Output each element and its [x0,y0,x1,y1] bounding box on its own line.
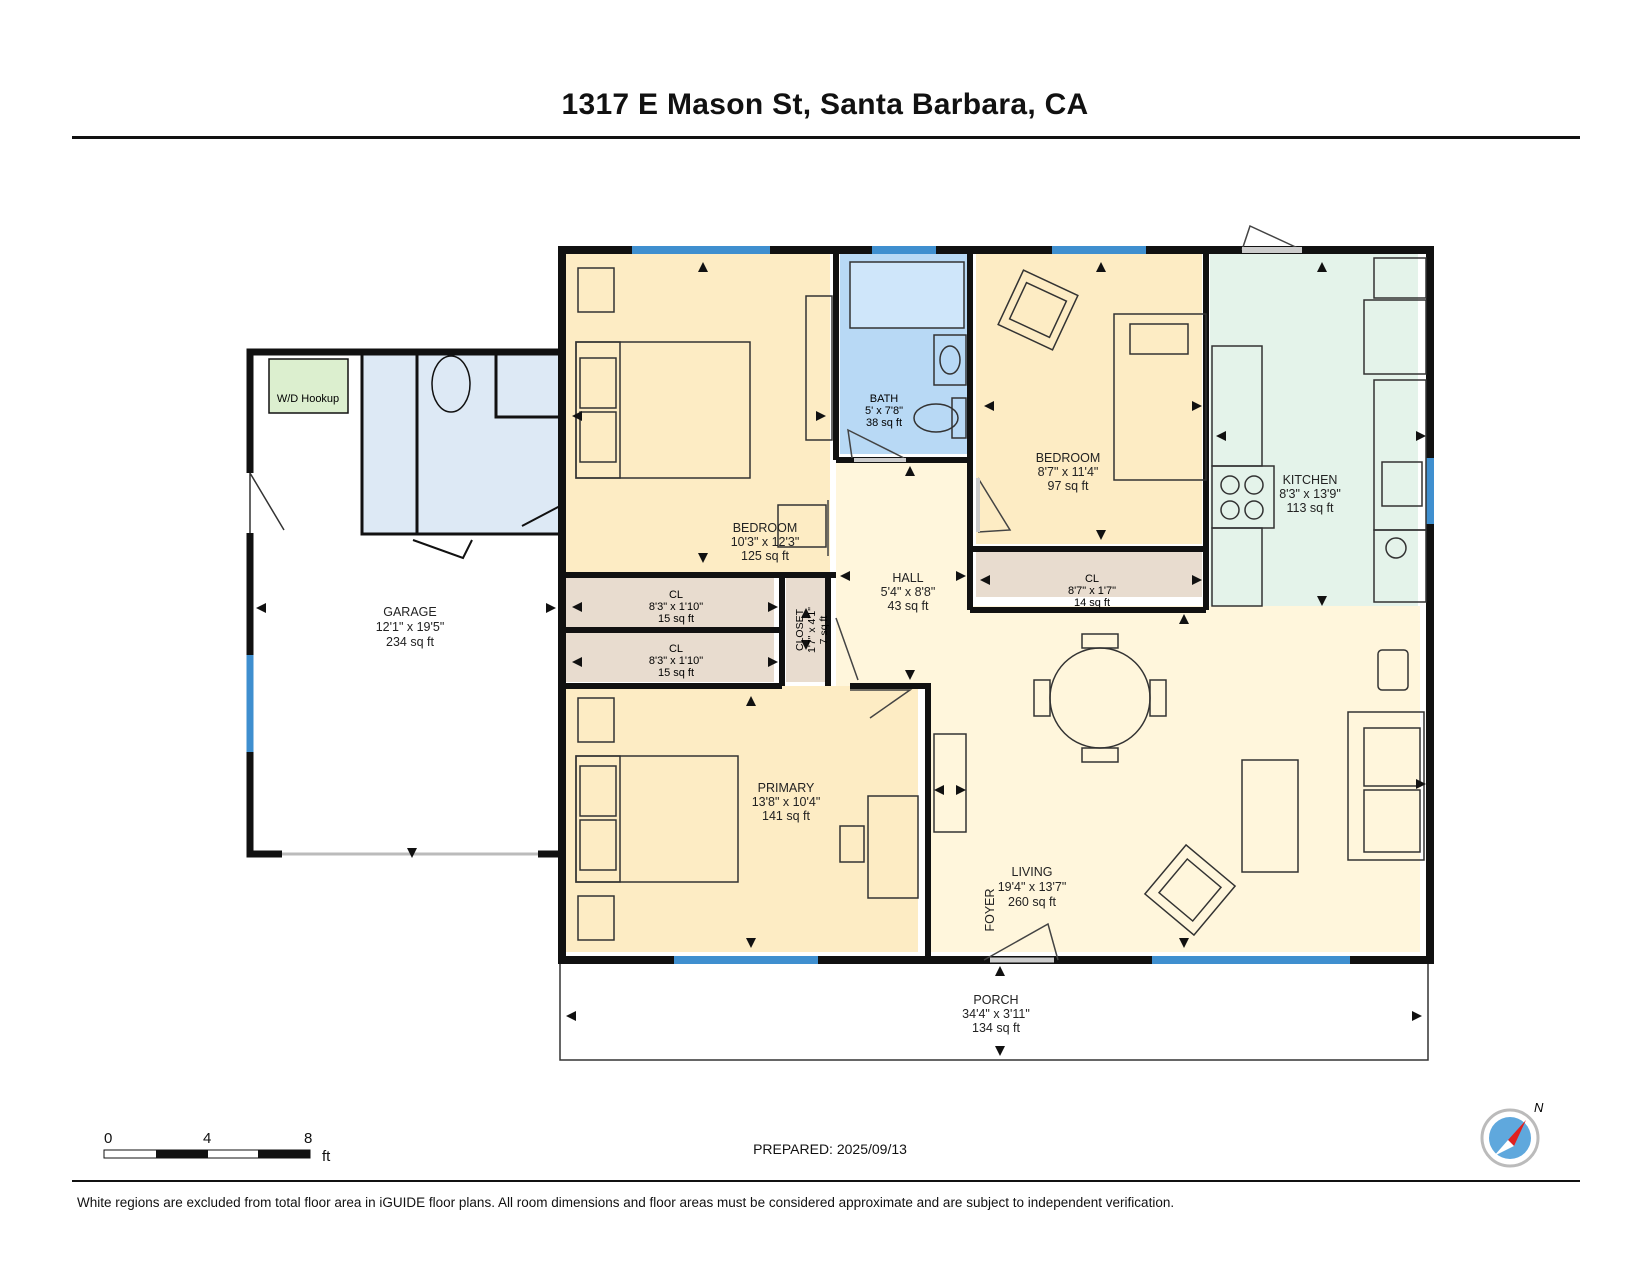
kitchen-fill [1210,254,1418,606]
hall-dims: 5'4" x 8'8" [881,585,936,599]
cl-top-area: 15 sq ft [658,613,694,625]
living-hall-fill [836,460,1420,952]
primary-fill [566,686,918,952]
living-area: 260 sq ft [1008,895,1056,909]
laundry-walls [360,352,560,536]
cl-top-label: CL [669,589,683,601]
bedroom-1-dims: 10'3" x 12'3" [731,535,800,549]
bath-fixtures [849,261,967,439]
wd-hookup-label: W/D Hookup [277,393,339,405]
water-heater [431,355,471,413]
footer-rule [72,1180,1580,1182]
closet-label: CLOSET [794,608,806,651]
hall-area: 43 sq ft [888,599,930,613]
laundry-fill [362,354,560,534]
bedroom-1-area: 125 sq ft [741,549,789,563]
bedroom-2-area: 97 sq ft [1048,479,1090,493]
living-dims: 19'4" x 13'7" [998,880,1067,894]
garage-dims: 12'1" x 19'5" [376,620,445,634]
kitchen-area: 113 sq ft [1286,501,1334,515]
primary-label: PRIMARY [758,781,815,795]
compass-north-label: N [1534,1100,1544,1115]
closet-fill [786,572,828,682]
doors [827,224,1303,961]
cl-bottom-dims: 8'3" x 1'10" [649,655,703,667]
closet-area: 7 sq ft [818,616,830,645]
room-labels: LIVING 19'4" x 13'7" 260 sq ft FOYER GAR… [277,393,1341,1035]
primary-dims: 13'8" x 10'4" [752,795,821,809]
scale-mid: 4 [203,1130,212,1147]
cl-bottom-area: 15 sq ft [658,667,694,679]
hall-label: HALL [892,571,923,585]
prepared-date: PREPARED: 2025/09/13 [753,1141,907,1157]
cl-bed-label: CL [1085,573,1099,585]
porch-label: PORCH [973,993,1018,1007]
bedroom-1-furniture [575,267,833,548]
scale-bar [103,1149,311,1159]
windows [632,246,1434,964]
kitchen-label: KITCHEN [1283,473,1338,487]
bedroom-1-label: BEDROOM [733,521,798,535]
scale-unit: ft [322,1148,331,1165]
primary-furniture [575,697,919,941]
garage-label: GARAGE [383,605,437,619]
porch-outline [559,959,1429,1061]
porch-dims: 34'4" x 3'11" [962,1007,1030,1021]
primary-area: 141 sq ft [762,809,810,823]
foyer-label: FOYER [983,888,997,931]
title-rule [72,136,1580,139]
bedroom-2-furniture [997,269,1207,481]
bedroom-2-label: BEDROOM [1036,451,1101,465]
bath-dims: 5' x 7'8" [865,405,903,417]
bed-closet-fill [976,549,1202,597]
bedroom-2-dims: 8'7" x 11'4" [1038,465,1099,479]
kitchen-dims: 8'3" x 13'9" [1279,487,1341,501]
dimension-arrows [256,262,1426,1056]
garage-walls [246,348,560,858]
living-label: LIVING [1012,865,1053,879]
bath-label: BATH [870,393,899,405]
garage-side-door [249,472,285,533]
bedroom-1-fill [566,254,830,572]
bedroom-2-fill [976,254,1202,544]
cl-bottom-label: CL [669,643,683,655]
scale-max: 8 [304,1130,313,1147]
cl-bed-dims: 8'7" x 1'7" [1068,585,1116,597]
disclaimer: White regions are excluded from total fl… [77,1195,1175,1210]
wd-hookup-box [268,358,349,414]
cl-bed-area: 14 sq ft [1074,597,1110,609]
kitchen-fixtures [1211,257,1427,607]
closet-dims: 1'7" x 4'1" [806,607,818,653]
laundry-door [412,539,473,560]
cl-top-dims: 8'3" x 1'10" [649,601,703,613]
living-furniture [933,633,1425,937]
compass-icon [1480,1108,1540,1168]
bath-area: 38 sq ft [866,417,902,429]
page-title: 1317 E Mason St, Santa Barbara, CA [561,88,1089,121]
garage-area: 234 sq ft [386,635,434,649]
scale-zero: 0 [104,1130,113,1147]
porch-area: 134 sq ft [972,1021,1020,1035]
